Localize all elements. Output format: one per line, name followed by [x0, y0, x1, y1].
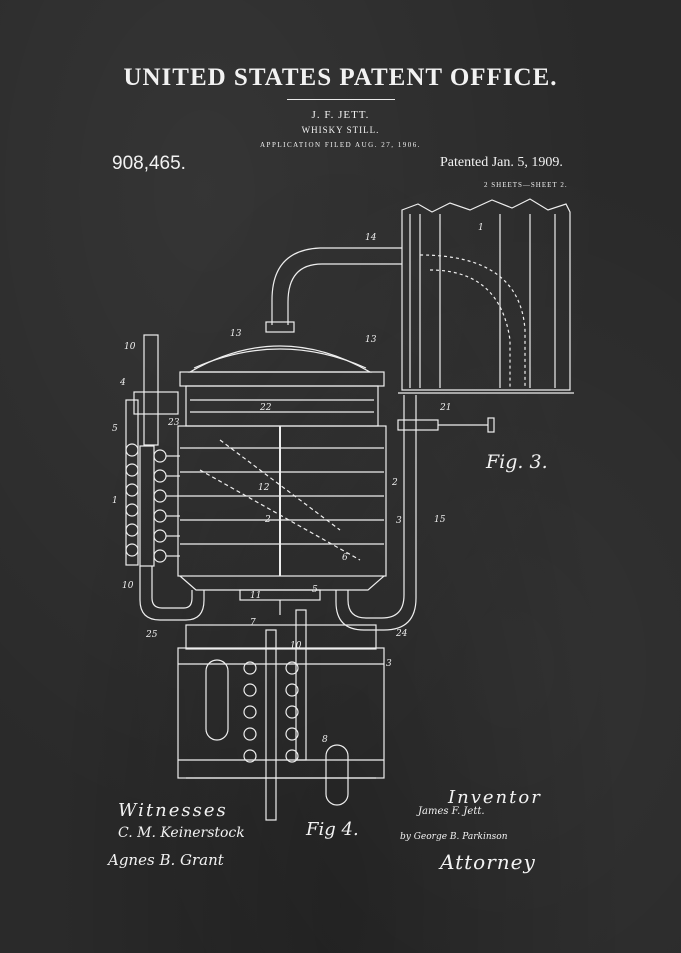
- ref-21: 21: [439, 403, 451, 413]
- attorney-label: Attorney: [440, 850, 536, 874]
- title-rule: [287, 99, 395, 100]
- witness-signature-2: Agnes B. Grant: [108, 851, 224, 869]
- ref-24: 24: [395, 629, 408, 639]
- reference-numerals: 14 1 13 13 10 4 5 1 22 23 21 2 3 15 12 2…: [112, 223, 484, 745]
- invention-title: WHISKY STILL.: [301, 125, 380, 135]
- ref-3b: 3: [386, 659, 392, 669]
- ref-5b: 5: [312, 585, 318, 595]
- ref-11: 11: [250, 591, 261, 601]
- ref-15: 15: [434, 515, 446, 525]
- ref-8: 8: [322, 735, 328, 745]
- lower-vessel: [177, 609, 385, 821]
- ref-10a: 10: [124, 342, 136, 352]
- ref-1b: 1: [112, 496, 118, 506]
- ref-6: 6: [342, 553, 348, 563]
- ref-22: 22: [259, 403, 272, 413]
- vapor-pipe: [265, 247, 402, 333]
- return-pipe: [335, 395, 495, 631]
- ref-2b: 2: [264, 515, 271, 525]
- ref-14: 14: [365, 233, 377, 243]
- condenser-tank: [398, 198, 574, 394]
- witnesses-label: Witnesses: [118, 800, 228, 821]
- inventor-label: Inventor: [448, 787, 542, 808]
- ref-7: 7: [250, 618, 256, 628]
- ref-10c: 10: [290, 641, 302, 651]
- ref-13a: 13: [230, 329, 242, 339]
- application-date: APPLICATION FILED AUG. 27, 1906.: [260, 141, 421, 149]
- inventor-name: J. F. JETT.: [311, 109, 370, 121]
- fig3-label: Fig. 3.: [486, 451, 548, 473]
- side-column: [125, 334, 205, 621]
- fig4-label: Fig 4.: [306, 819, 359, 840]
- witness-signature-1: C. M. Keinerstock: [118, 825, 245, 841]
- ref-5a: 5: [112, 424, 118, 434]
- ref-25: 25: [145, 630, 158, 640]
- attorney-signature: by George B. Parkinson: [400, 832, 508, 842]
- ref-12: 12: [258, 483, 270, 493]
- patent-number: 908,465.: [112, 153, 186, 174]
- ref-2: 2: [391, 478, 398, 488]
- ref-1: 1: [478, 223, 484, 233]
- office-title: UNITED STATES PATENT OFFICE.: [123, 64, 558, 91]
- ref-3a: 3: [396, 516, 402, 526]
- sheet-count: 2 SHEETS—SHEET 2.: [484, 181, 568, 189]
- ref-23: 23: [167, 418, 180, 428]
- ref-10b: 10: [122, 581, 134, 591]
- ref-4: 4: [119, 378, 126, 388]
- inventor-signature: James F. Jett.: [418, 806, 485, 817]
- ref-13b: 13: [365, 335, 377, 345]
- still-body: [177, 345, 387, 615]
- patented-date: Patented Jan. 5, 1909.: [440, 155, 563, 170]
